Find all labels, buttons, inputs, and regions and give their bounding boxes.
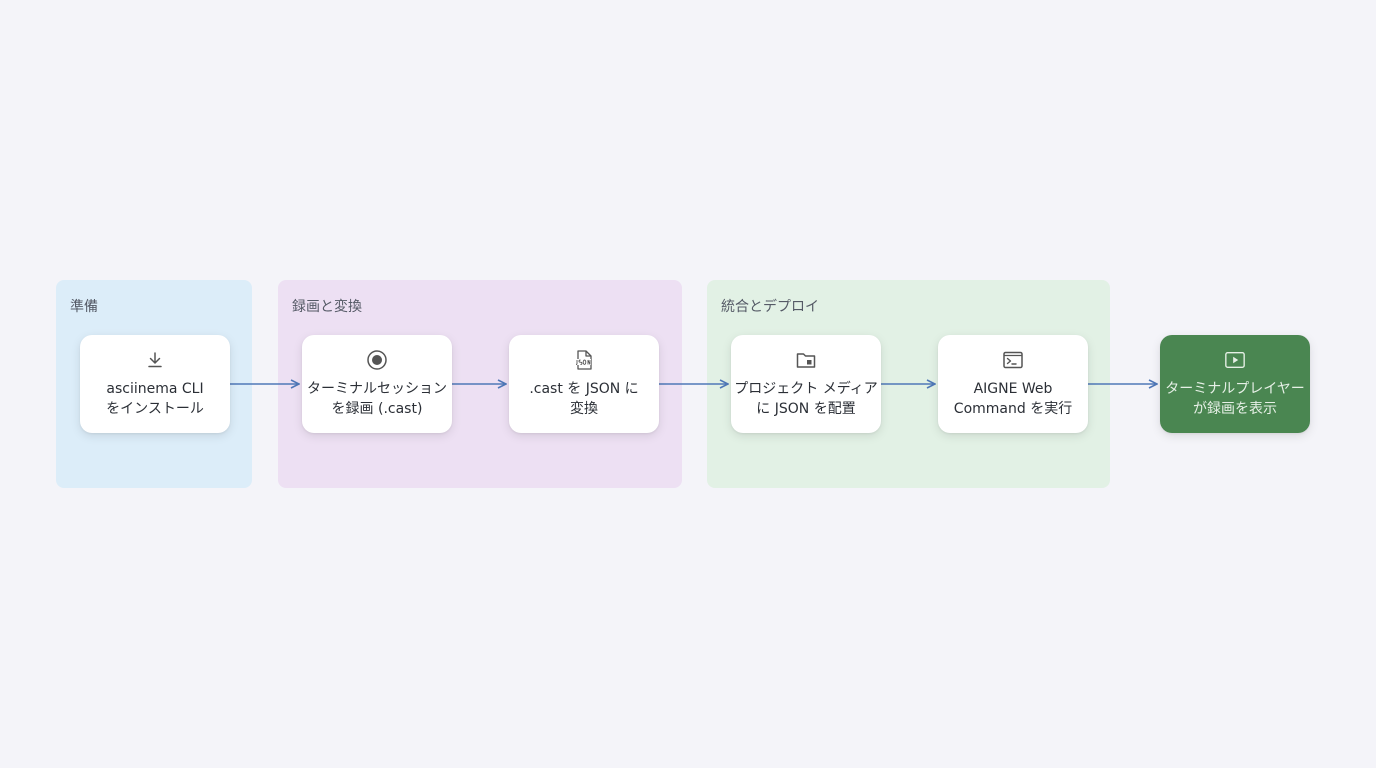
terminal-icon: [1002, 349, 1024, 371]
step-install-asciinema: asciinema CLI をインストール: [80, 335, 230, 433]
step-record-session: ターミナルセッション を録画 (.cast): [302, 335, 452, 433]
step-label: プロジェクト メディア に JSON を配置: [734, 381, 878, 417]
step-label: ターミナルプレイヤー が録画を表示: [1165, 381, 1305, 417]
play-icon: [1224, 349, 1246, 371]
group-label-record-convert: 録画と変換: [292, 299, 362, 315]
group-label-prep: 準備: [70, 299, 98, 315]
folder-icon: [795, 349, 817, 371]
step-label: asciinema CLI をインストール: [106, 381, 204, 417]
step-run-web-command: AIGNE Web Command を実行: [938, 335, 1088, 433]
group-label-integrate-deploy: 統合とデプロイ: [721, 299, 819, 315]
record-icon: [366, 349, 388, 371]
step-label: ターミナルセッション を録画 (.cast): [307, 381, 447, 417]
download-icon: [144, 349, 166, 371]
step-label: AIGNE Web Command を実行: [953, 381, 1073, 417]
json-file-icon: [573, 349, 595, 371]
step-convert-json: .cast を JSON に 変換: [509, 335, 659, 433]
step-label: .cast を JSON に 変換: [529, 381, 639, 417]
step-terminal-player: ターミナルプレイヤー が録画を表示: [1160, 335, 1310, 433]
step-place-json: プロジェクト メディア に JSON を配置: [731, 335, 881, 433]
